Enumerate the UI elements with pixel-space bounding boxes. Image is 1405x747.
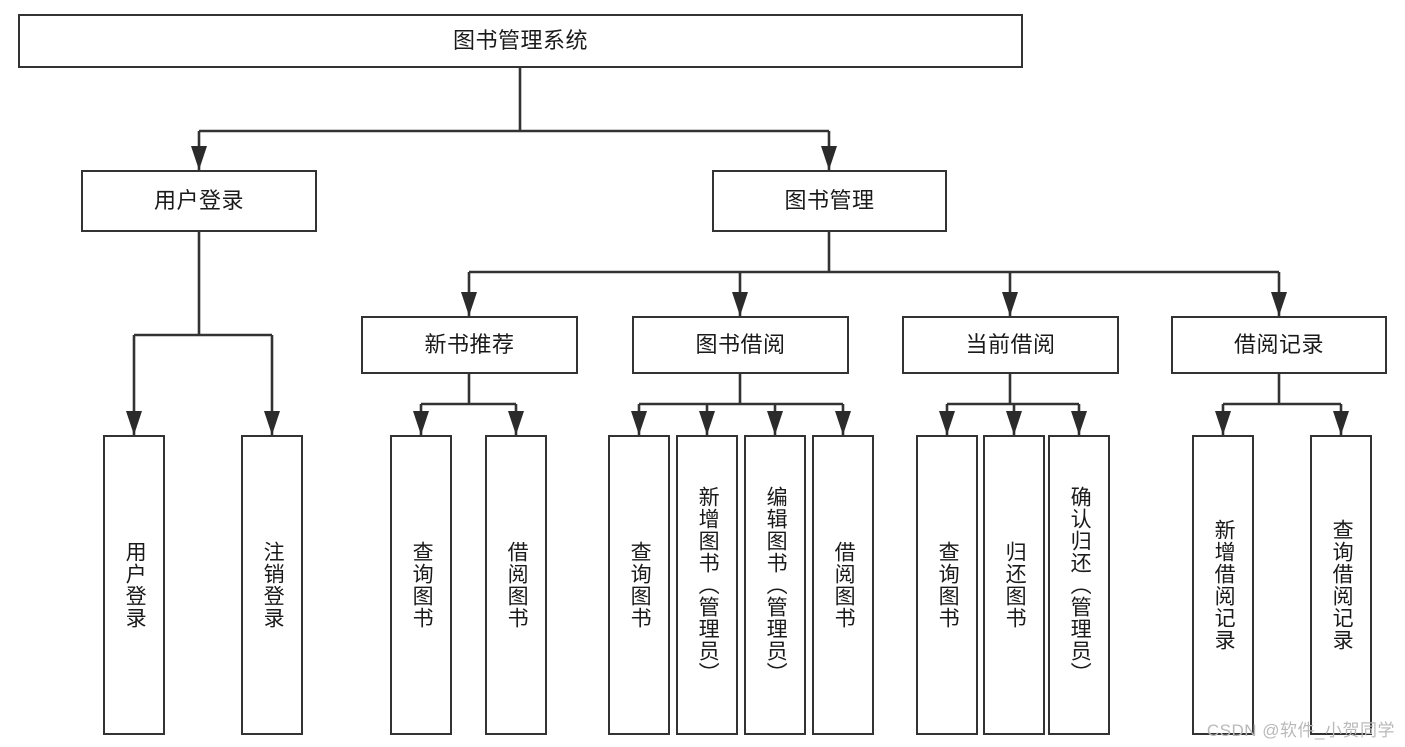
node-label: 借阅图书 [505,541,529,629]
node-label: 查询借阅记录 [1330,519,1354,651]
node-bookmgmt[interactable]: 图书管理 [712,170,947,232]
node-label: 当前借阅 [965,331,1056,357]
node-label: 图书管理系统 [452,27,588,53]
arrowhead-icon [1215,411,1231,435]
node-leaf-bor-4[interactable]: 借阅图书 [812,435,874,735]
node-records[interactable]: 借阅记录 [1171,316,1387,374]
arrowhead-icon [835,411,851,435]
arrowhead-icon [1271,292,1287,316]
node-leaf-bor-1[interactable]: 查询图书 [608,435,670,735]
arrowhead-icon [1002,292,1018,316]
node-root[interactable]: 图书管理系统 [18,14,1023,68]
arrowhead-icon [461,292,477,316]
node-leaf-new-1[interactable]: 查询图书 [390,435,452,735]
arrowhead-icon [631,411,647,435]
node-leaf-cur-3[interactable]: 确认归还（管理员） [1048,435,1110,735]
node-leaf-login-1[interactable]: 用户登录 [103,435,165,735]
node-leaf-cur-2[interactable]: 归还图书 [983,435,1045,735]
arrowhead-icon [413,411,429,435]
arrowhead-icon [508,411,524,435]
node-label: 确认归还（管理员） [1068,486,1092,684]
node-label: 查询图书 [410,541,434,629]
arrowhead-icon [191,146,207,170]
node-leaf-bor-3[interactable]: 编辑图书（管理员） [744,435,806,735]
node-label: 查询图书 [936,541,960,629]
arrowhead-icon [821,146,837,170]
node-label: 新增借阅记录 [1212,519,1236,651]
node-leaf-new-2[interactable]: 借阅图书 [485,435,547,735]
node-label: 借阅图书 [832,541,856,629]
node-label: 新增图书（管理员） [696,486,720,684]
node-label: 用户登录 [153,187,244,213]
node-label: 新书推荐 [424,331,515,357]
arrowhead-icon [126,411,142,435]
node-login[interactable]: 用户登录 [81,170,317,232]
arrowhead-icon [1071,411,1087,435]
arrowhead-icon [1333,411,1349,435]
node-label: 图书借阅 [695,331,786,357]
node-label: 注销登录 [261,541,285,629]
node-label: 查询图书 [628,541,652,629]
arrowhead-icon [732,292,748,316]
arrowhead-icon [699,411,715,435]
arrowhead-icon [264,411,280,435]
node-leaf-rec-1[interactable]: 新增借阅记录 [1192,435,1254,735]
watermark-label: CSDN @软件_小贺同学 [1206,721,1395,740]
node-label: 归还图书 [1003,541,1027,629]
node-label: 编辑图书（管理员） [764,486,788,684]
arrowhead-icon [767,411,783,435]
node-leaf-rec-2[interactable]: 查询借阅记录 [1310,435,1372,735]
node-leaf-bor-2[interactable]: 新增图书（管理员） [676,435,738,735]
node-label: 图书管理 [784,187,875,213]
node-leaf-cur-1[interactable]: 查询图书 [916,435,978,735]
node-leaf-login-2[interactable]: 注销登录 [241,435,303,735]
node-label: 用户登录 [123,541,147,629]
node-label: 借阅记录 [1233,331,1324,357]
arrowhead-icon [1006,411,1022,435]
arrowhead-icon [939,411,955,435]
node-newbook[interactable]: 新书推荐 [361,316,578,374]
node-current[interactable]: 当前借阅 [902,316,1119,374]
node-borrow[interactable]: 图书借阅 [632,316,849,374]
